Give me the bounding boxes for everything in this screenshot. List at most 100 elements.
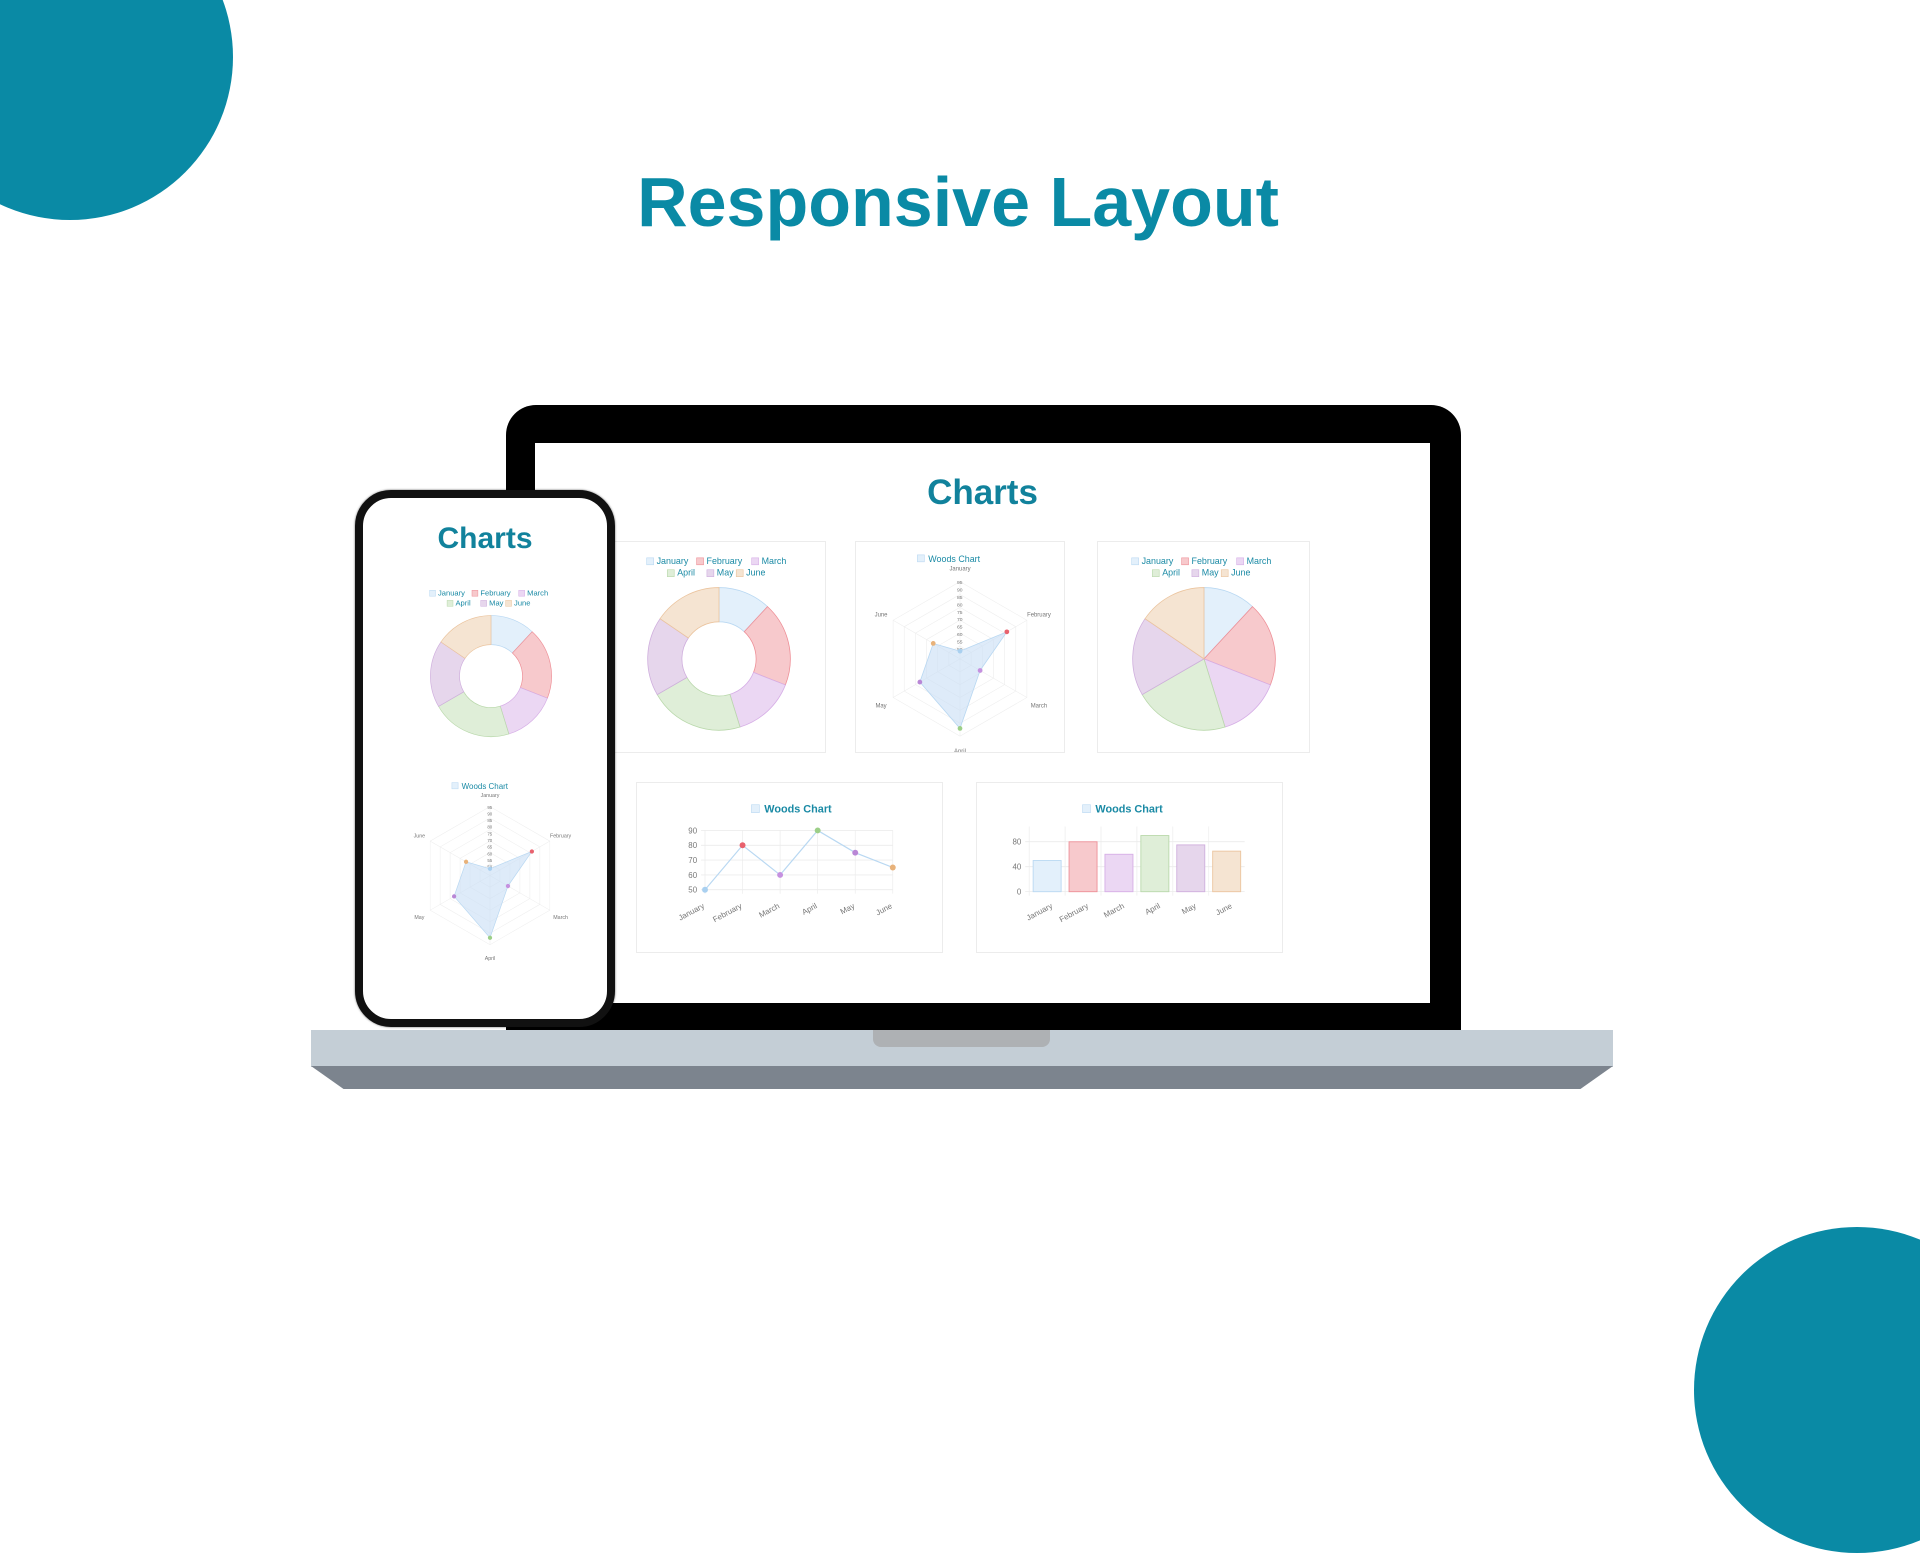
legend-label[interactable]: May <box>717 568 734 578</box>
decorative-circle-bottom-right <box>1694 1227 1920 1553</box>
legend-swatch-icon[interactable] <box>505 600 512 607</box>
pie-slice[interactable] <box>1132 618 1205 696</box>
legend-label[interactable]: February <box>480 588 510 597</box>
legend-swatch-icon[interactable] <box>666 569 675 577</box>
legend-label[interactable]: May <box>1202 568 1219 578</box>
radar-point[interactable] <box>957 648 963 654</box>
laptop-screen-title: Charts <box>927 473 1038 512</box>
legend-swatch-icon[interactable] <box>518 590 525 597</box>
legend-swatch-icon[interactable] <box>1181 557 1189 566</box>
radar-point[interactable] <box>487 866 493 871</box>
legend-label[interactable]: January <box>1142 556 1174 566</box>
bar[interactable] <box>1068 841 1098 893</box>
line-point[interactable] <box>777 871 784 878</box>
legend-label[interactable]: June <box>514 598 530 607</box>
y-tick-label: 0 <box>1017 888 1022 897</box>
bar[interactable] <box>1176 844 1206 893</box>
svg-text:95: 95 <box>487 805 492 810</box>
svg-text:60: 60 <box>957 632 963 638</box>
svg-text:70: 70 <box>957 617 963 623</box>
phone-radar-chart: Woods Chart50556065707580859095JanuaryFe… <box>414 782 572 962</box>
legend-label[interactable]: March <box>1247 556 1272 566</box>
y-tick-label: 60 <box>688 871 697 880</box>
x-tick-label: March <box>757 901 781 919</box>
legend-swatch-icon[interactable] <box>446 600 454 607</box>
radar-point[interactable] <box>451 894 457 899</box>
legend-swatch-icon[interactable] <box>696 557 704 566</box>
radar-point[interactable] <box>977 668 983 673</box>
bar[interactable] <box>1140 835 1170 893</box>
legend-swatch-icon[interactable] <box>1082 804 1091 813</box>
svg-text:75: 75 <box>487 831 492 836</box>
radar-point[interactable] <box>1004 629 1010 635</box>
legend-label[interactable]: April <box>1162 568 1180 578</box>
legend-swatch-icon[interactable] <box>480 600 487 607</box>
legend-label[interactable]: June <box>746 568 765 578</box>
pie-slice[interactable] <box>659 587 720 639</box>
radar-point[interactable] <box>917 679 923 685</box>
svg-text:80: 80 <box>957 602 963 608</box>
line-point[interactable] <box>702 886 708 893</box>
pie-slice[interactable] <box>1203 606 1276 686</box>
radar-axis-label: February <box>550 834 572 840</box>
legend-swatch-icon[interactable] <box>451 782 459 790</box>
line-point[interactable] <box>814 827 821 834</box>
legend-label[interactable]: May <box>489 598 504 607</box>
x-tick-label: February <box>711 901 743 924</box>
radar-point[interactable] <box>463 859 469 864</box>
legend-swatch-icon[interactable] <box>706 569 715 577</box>
legend-swatch-icon[interactable] <box>735 569 744 577</box>
legend-label[interactable]: January <box>657 556 689 566</box>
legend-swatch-icon[interactable] <box>1191 569 1200 577</box>
svg-text:60: 60 <box>487 851 492 856</box>
svg-text:90: 90 <box>487 811 492 816</box>
legend-swatch-icon[interactable] <box>1151 569 1160 577</box>
legend-swatch-icon[interactable] <box>429 590 436 597</box>
radar-point[interactable] <box>505 883 511 889</box>
svg-text:85: 85 <box>487 818 492 823</box>
radar-axis-label: June <box>875 612 889 618</box>
pie-slice[interactable] <box>1144 587 1205 660</box>
legend-swatch-icon[interactable] <box>751 557 759 566</box>
legend-label[interactable]: March <box>762 556 787 566</box>
pie-slice[interactable] <box>440 615 492 659</box>
legend-label[interactable]: June <box>1231 568 1250 578</box>
x-tick-label: February <box>1058 901 1090 924</box>
legend-label[interactable]: March <box>527 588 548 597</box>
legend-label[interactable]: February <box>707 556 743 566</box>
legend-swatch-icon[interactable] <box>751 804 760 813</box>
svg-text:85: 85 <box>957 595 963 601</box>
legend-swatch-icon[interactable] <box>1236 557 1244 566</box>
pie-slice[interactable] <box>1203 658 1271 728</box>
radar-point[interactable] <box>487 935 493 940</box>
legend-swatch-icon[interactable] <box>471 590 479 597</box>
y-tick-label: 90 <box>688 826 697 835</box>
svg-text:55: 55 <box>487 858 492 863</box>
legend-label[interactable]: January <box>438 588 465 597</box>
radar-point[interactable] <box>529 849 535 854</box>
pie-slice[interactable] <box>1141 658 1226 731</box>
bar[interactable] <box>1104 853 1134 893</box>
chart-title: Woods Chart <box>462 782 509 791</box>
legend-label[interactable]: April <box>456 598 471 607</box>
line-point[interactable] <box>889 864 896 871</box>
svg-text:80: 80 <box>487 825 492 830</box>
line-point[interactable] <box>739 842 746 849</box>
radar-point[interactable] <box>957 726 963 731</box>
bar[interactable] <box>1212 850 1242 893</box>
legend-label[interactable]: April <box>677 568 695 578</box>
x-tick-label: April <box>1144 901 1162 916</box>
radar-point[interactable] <box>930 641 936 646</box>
legend-swatch-icon[interactable] <box>646 557 654 566</box>
legend-swatch-icon[interactable] <box>1131 557 1139 566</box>
line-series <box>704 829 893 891</box>
radar-axis-label: April <box>485 956 496 962</box>
line-point[interactable] <box>852 849 859 856</box>
legend-label[interactable]: February <box>1192 556 1228 566</box>
bar[interactable] <box>1032 860 1062 893</box>
x-tick-label: January <box>677 901 706 922</box>
legend-swatch-icon[interactable] <box>1220 569 1229 577</box>
legend-swatch-icon[interactable] <box>917 554 925 563</box>
y-tick-label: 40 <box>1012 863 1021 872</box>
